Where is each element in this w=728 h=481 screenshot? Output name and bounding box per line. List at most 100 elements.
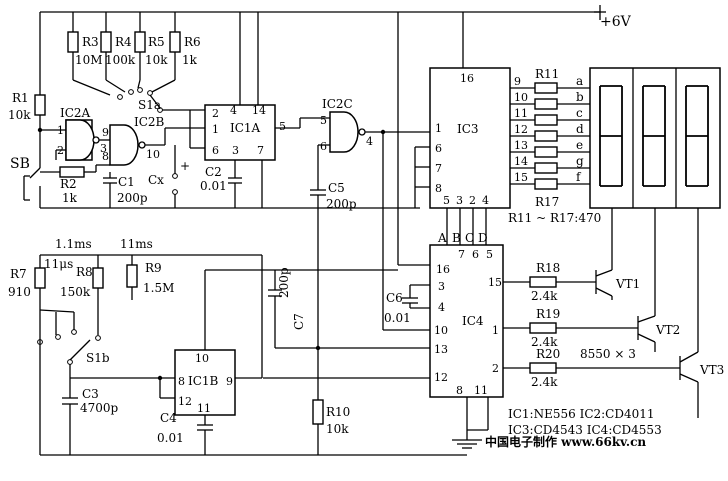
ic-note-1: IC1:NE556 IC2:CD4011 [508, 407, 655, 421]
ic4-pin12: 12 [434, 371, 448, 384]
c4-ref: C4 [160, 411, 177, 425]
ic3-block: IC3 16 1 6 7 8 5 3 2 4 [397, 12, 511, 265]
ic4-pin15: 15 [488, 276, 502, 289]
ic3-out-pin: 10 [514, 91, 528, 104]
r3-ref: R3 [82, 35, 99, 49]
ic2c-pin4: 4 [366, 135, 373, 148]
sb-label: SB [10, 156, 30, 172]
ic2c-pin6: 6 [320, 140, 327, 153]
ic1a-pin5: 5 [279, 120, 286, 133]
segment-resistor [534, 114, 558, 126]
segment-resistor [534, 178, 558, 190]
c3-ref: C3 [82, 387, 99, 401]
segment-label: a [576, 74, 583, 88]
ic4-pin8: 8 [456, 384, 463, 397]
ic1a-pin6: 6 [212, 144, 219, 157]
resistor-r9 [126, 264, 138, 288]
c6-value: 0.01 [384, 311, 411, 325]
ic1a-label: IC1A [230, 121, 261, 135]
ic3-pin2: 2 [469, 194, 476, 207]
r9-value: 1.5M [143, 281, 174, 295]
c3-value: 4700p [80, 401, 119, 415]
supply-rail: +6V [39, 5, 632, 95]
seg-res-note: R11 ~ R17:470 [508, 211, 601, 225]
c1-value: 200p [117, 191, 148, 205]
watermark: 中国电子制作 www.66kv.cn [485, 434, 646, 449]
ic4-pin10: 10 [434, 324, 448, 337]
ic3-out-pin: 11 [514, 107, 528, 120]
r6-ref: R6 [184, 35, 201, 49]
segment-resistor [534, 146, 558, 158]
ic3-pin4: 4 [482, 194, 489, 207]
ic2c-label: IC2C [322, 97, 353, 111]
r6-value: 1k [182, 53, 198, 67]
ic4-pin1: 1 [492, 324, 499, 337]
transistor-type-note: 8550 × 3 [580, 347, 636, 361]
bcd-bus: A B C D [437, 231, 488, 245]
resistor-r20 [529, 362, 557, 374]
time-label-2: 11ms [120, 237, 153, 251]
resistor-r19 [529, 322, 557, 334]
segment-resistor [534, 82, 558, 94]
ic3-pin16: 16 [460, 72, 474, 85]
vt3-label: VT3 [699, 363, 724, 377]
ic1b-pin8: 8 [178, 375, 185, 388]
s1b-label: S1b [86, 351, 110, 365]
r20-ref: R20 [536, 347, 560, 361]
cx-ref: Cx [148, 173, 164, 187]
r11-ref: R11 [535, 67, 559, 81]
ic4-pin13: 13 [434, 343, 448, 356]
ic2c-block: IC2C 5 6 4 C5 200p [310, 97, 430, 405]
segment-label: d [576, 122, 584, 136]
supply-label: +6V [600, 14, 632, 30]
r10-value: 10k [326, 422, 349, 436]
bcd-a: A [437, 231, 447, 245]
resistor-r6 [169, 31, 181, 53]
r8-value: 150k [60, 285, 91, 299]
r10-ref: R10 [326, 405, 350, 419]
r4-value: 100k [105, 53, 136, 67]
c4-value: 0.01 [157, 431, 184, 445]
segment-label: g [576, 154, 584, 168]
ic4-label: IC4 [462, 314, 484, 328]
c7-ref: C7 [292, 313, 306, 330]
r2-ref: R2 [60, 177, 77, 191]
ic1b-label: IC1B [188, 374, 219, 388]
ic3-pin3: 3 [456, 194, 463, 207]
resistor-r7 [34, 267, 46, 289]
ic4-pin2: 2 [492, 362, 499, 375]
timing-resistor-bank: R3 10M R4 100k R5 10k R6 1k [67, 12, 201, 80]
ic2b-label: IC2B [134, 115, 165, 129]
resistor-r4 [100, 31, 112, 53]
time-label-1: 1.1ms [55, 237, 92, 251]
transistor-vt1: VT1 [595, 269, 640, 300]
bcd-b: B [452, 231, 461, 245]
ic3-out-pin: 9 [514, 75, 521, 88]
ic4-pin6: 6 [472, 248, 479, 261]
ic3-out-pin: 14 [514, 155, 528, 168]
segment-resistor [534, 130, 558, 142]
ic1a-pin3: 3 [232, 144, 239, 157]
resistor-r1 [34, 94, 46, 116]
r5-ref: R5 [148, 35, 165, 49]
ic1a-pin14: 14 [252, 104, 266, 117]
resistor-r10 [312, 399, 324, 425]
r17-ref: R17 [535, 195, 559, 209]
ic4-pin11: 11 [474, 384, 488, 397]
gate-network: 200p C7 R10 10k [39, 267, 482, 456]
resistor-r5 [134, 31, 146, 53]
r7-value: 910 [8, 285, 31, 299]
resistor-r3 [67, 31, 79, 53]
ic1a-pin2: 2 [212, 107, 219, 120]
r1-value: 10k [8, 108, 31, 122]
segment-label: c [576, 106, 583, 120]
r2-value: 1k [62, 191, 78, 205]
ic3-out-pin: 12 [514, 123, 528, 136]
timebase-section: 1.1ms 11ms 11μs R7 910 R8 150k R9 1.5M S… [8, 237, 263, 455]
seven-segment-display [589, 67, 721, 352]
c2-ref: C2 [205, 165, 222, 179]
bcd-c: C [465, 231, 474, 245]
ic1b-pin11: 11 [197, 402, 211, 415]
r5-value: 10k [145, 53, 168, 67]
